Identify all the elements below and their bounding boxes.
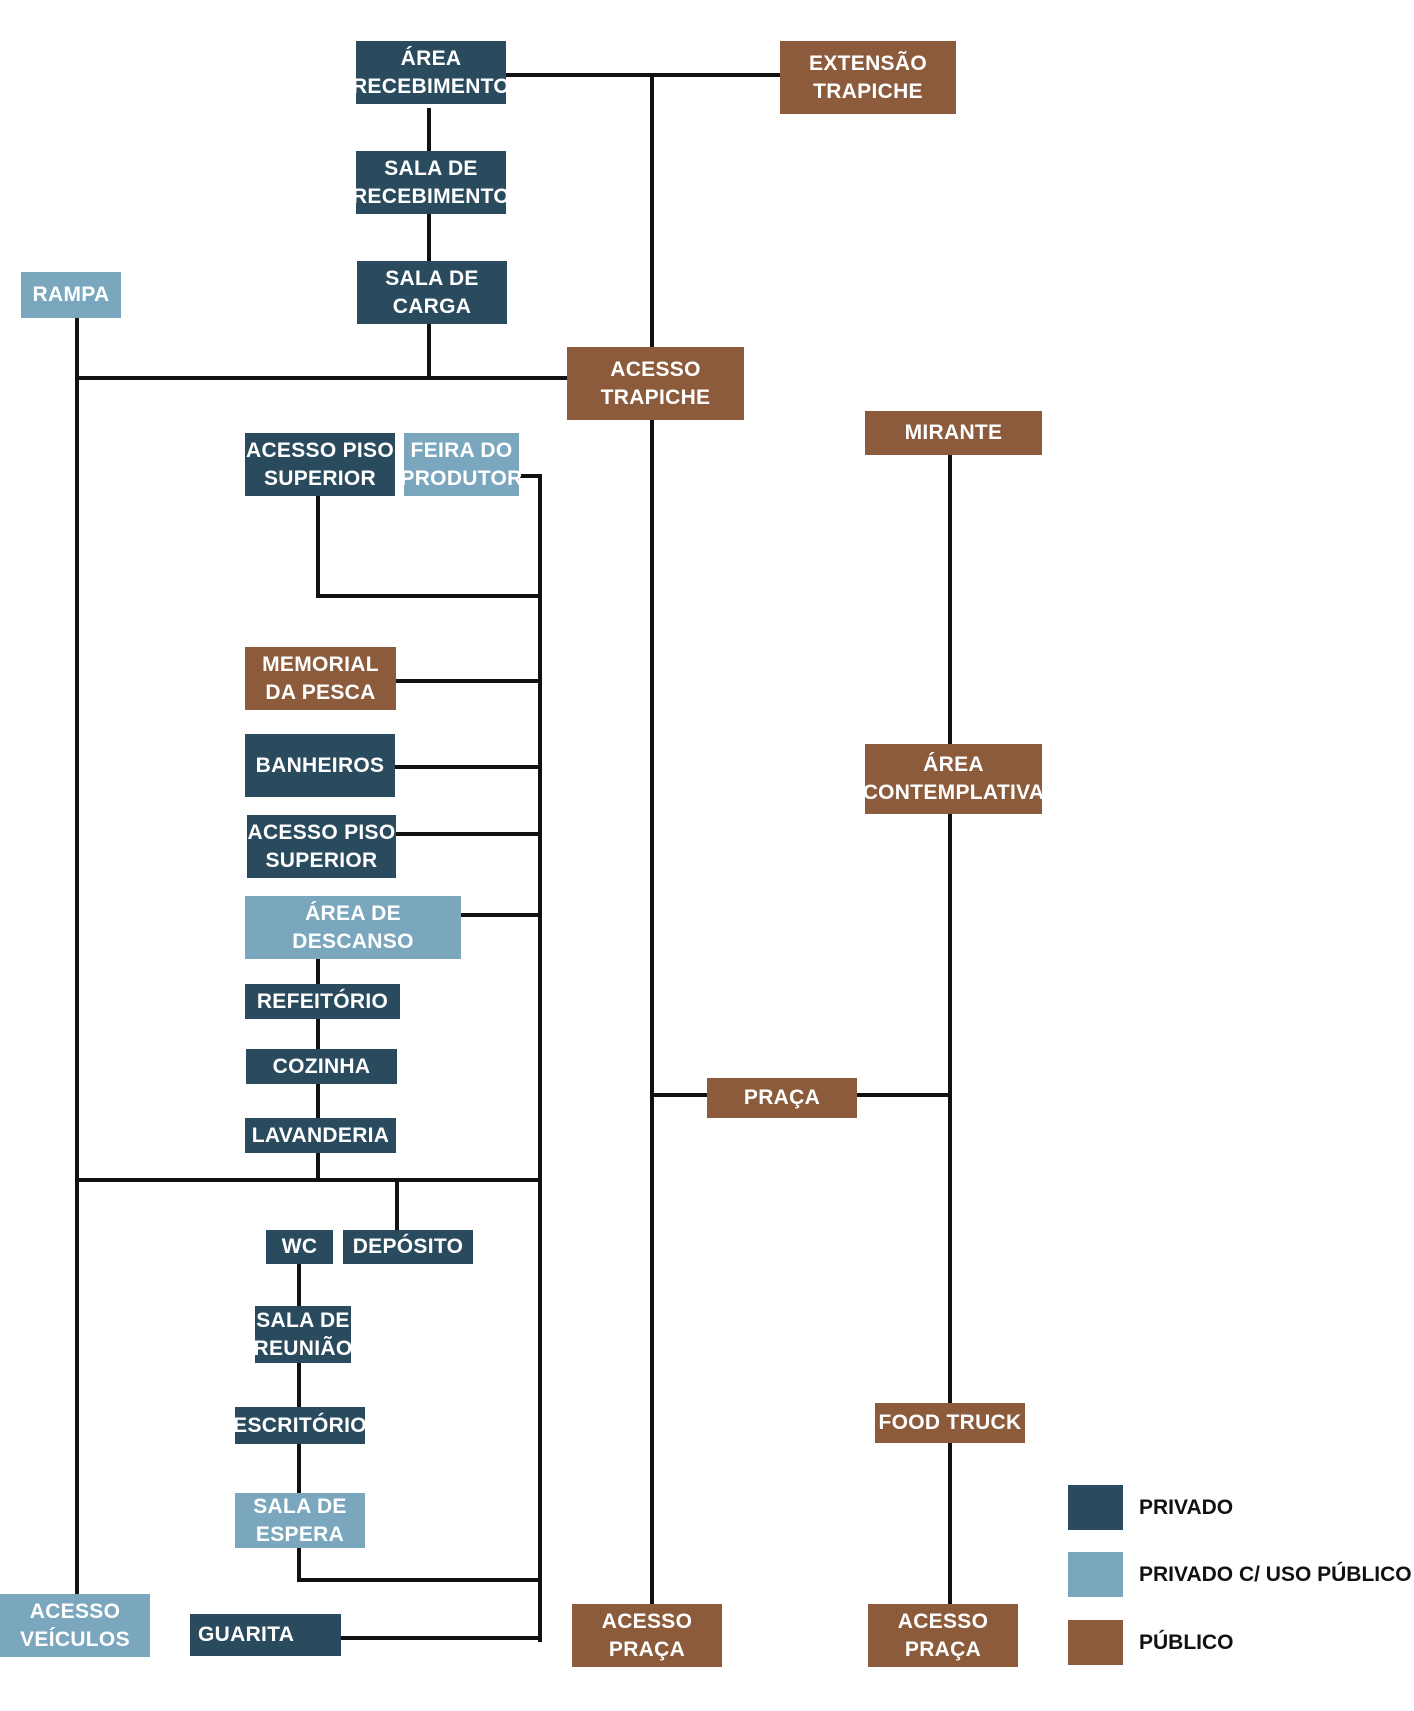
legend-swatch-privado (1068, 1485, 1123, 1530)
node-acesso-piso-superior-1: ACESSO PISO SUPERIOR (245, 433, 395, 496)
node-mirante: MIRANTE (865, 411, 1042, 455)
node-refeitorio: REFEITÓRIO (245, 984, 400, 1019)
legend-label-privado-uso-publico: PRIVADO C/ USO PÚBLICO (1139, 1563, 1412, 1586)
node-banheiros: BANHEIROS (245, 734, 395, 797)
node-feira-produtor: FEIRA DO PRODUTOR (400, 433, 522, 496)
node-acesso-praca-2: ACESSO PRAÇA (868, 1604, 1018, 1667)
node-rampa: RAMPA (21, 272, 121, 318)
node-lavanderia: LAVANDERIA (245, 1118, 396, 1153)
node-praca: PRAÇA (707, 1078, 857, 1118)
legend-label-publico: PÚBLICO (1139, 1631, 1234, 1654)
node-area-contemplativa: ÁREA CONTEMPLATIVA (863, 744, 1044, 814)
node-food-truck: FOOD TRUCK (875, 1403, 1025, 1443)
node-deposito: DEPÓSITO (343, 1230, 473, 1264)
node-sala-recebimento: SALA DE RECEBIMENTO (352, 151, 510, 214)
node-sala-espera: SALA DE ESPERA (235, 1493, 365, 1548)
node-memorial-pesca: MEMORIAL DA PESCA (245, 647, 396, 710)
node-wc: WC (266, 1230, 333, 1264)
node-extensao-trapiche: EXTENSÃO TRAPICHE (780, 41, 956, 114)
node-area-descanso: ÁREA DE DESCANSO (245, 896, 461, 959)
node-acesso-piso-superior-2: ACESSO PISO SUPERIOR (247, 815, 396, 878)
node-sala-reuniao: SALA DE REUNIÃO (254, 1306, 352, 1363)
node-escritorio: ESCRITÓRIO (233, 1407, 367, 1444)
node-acesso-trapiche: ACESSO TRAPICHE (567, 347, 744, 420)
legend-swatch-publico (1068, 1620, 1123, 1665)
legend-label-privado: PRIVADO (1139, 1496, 1234, 1519)
node-guarita: GUARITA (190, 1614, 341, 1656)
node-area-recebimento: ÁREA RECEBIMENTO (352, 41, 510, 104)
node-sala-carga: SALA DE CARGA (357, 261, 507, 324)
node-acesso-praca-1: ACESSO PRAÇA (572, 1604, 722, 1667)
node-acesso-veiculos: ACESSO VEÍCULOS (0, 1594, 150, 1657)
legend-swatch-privado-uso-publico (1068, 1552, 1123, 1597)
node-cozinha: COZINHA (246, 1049, 397, 1084)
